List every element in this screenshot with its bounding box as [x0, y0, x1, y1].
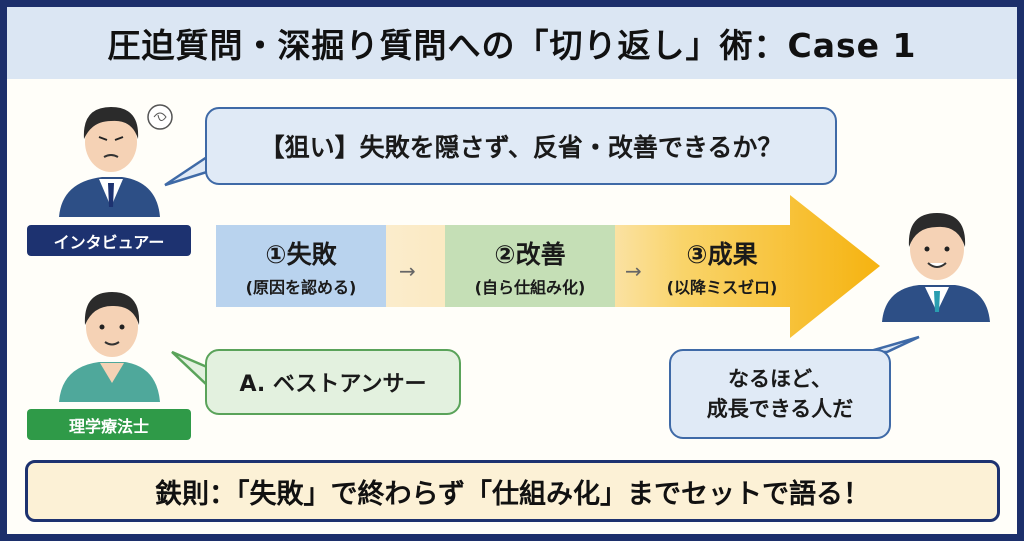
- step-title: ①失敗: [265, 239, 337, 269]
- candidate-speech-bubble: A. ベストアンサー: [205, 349, 461, 415]
- step-subtitle: (原因を認める): [245, 277, 357, 297]
- flow-step-result: ③成果 (以降ミスゼロ): [647, 225, 797, 307]
- step-subtitle: (自ら仕組み化): [474, 277, 586, 297]
- flow-step-failure: ①失敗 (原因を認める): [216, 225, 386, 307]
- interviewer-avatar: [59, 104, 173, 217]
- step-subtitle: (以降ミスゼロ): [666, 277, 778, 297]
- candidate-label: 理学療法士: [27, 409, 191, 440]
- reaction-speech-bubble: なるほど、成長できる人だ: [669, 349, 891, 439]
- interviewer-satisfied-avatar: [882, 213, 990, 322]
- step-title: ③成果: [686, 239, 758, 269]
- step-title: ②改善: [494, 239, 566, 269]
- flow-step-improvement: ②改善 (自ら仕組み化): [445, 225, 615, 307]
- rule-footer: 鉄則：「失敗」で終わらず「仕組み化」までセットで語る！: [25, 460, 1000, 522]
- reaction-line-1: なるほど、: [728, 366, 832, 391]
- reaction-line-2: 成長できる人だ: [706, 397, 854, 421]
- page-title: 圧迫質問・深掘り質問への「切り返し」術：Case 1: [7, 7, 1017, 79]
- arrow-icon: →: [625, 259, 642, 283]
- interviewer-speech-bubble: 【狙い】失敗を隠さず、反省・改善できるか？: [205, 107, 837, 185]
- therapist-avatar: [59, 292, 160, 402]
- infographic: 圧迫質問・深掘り質問への「切り返し」術：Case 1: [7, 7, 1017, 534]
- arrow-icon: →: [399, 259, 416, 283]
- interviewer-label: インタビュアー: [27, 225, 191, 256]
